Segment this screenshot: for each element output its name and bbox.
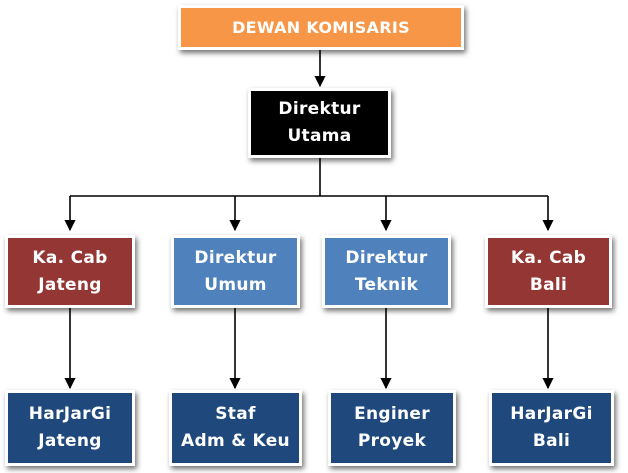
harjargi-bali-label: HarJarGi Bali	[510, 404, 593, 451]
direktur-umum-label: Direktur Umum	[194, 247, 277, 295]
enginer-proyek-label: Enginer Proyek	[354, 404, 430, 451]
direktur-umum-box: Direktur Umum	[171, 235, 300, 308]
ka-cab-bali-box: Ka. Cab Bali	[485, 235, 612, 308]
staf-adm-keu-box: Staf Adm & Keu	[169, 390, 302, 466]
harjargi-jateng-box: HarJarGi Jateng	[5, 390, 135, 466]
direktur-teknik-label: Direktur Teknik	[345, 247, 428, 295]
ka-cab-jateng-box: Ka. Cab Jateng	[5, 235, 135, 308]
dewan-komisaris-label: DEWAN KOMISARIS	[232, 18, 410, 37]
enginer-proyek-box: Enginer Proyek	[328, 390, 456, 466]
ka-cab-bali-label: Ka. Cab Bali	[510, 247, 587, 295]
ka-cab-jateng-label: Ka. Cab Jateng	[32, 247, 108, 295]
dewan-komisaris-box: DEWAN KOMISARIS	[178, 5, 464, 50]
harjargi-bali-box: HarJarGi Bali	[489, 390, 614, 466]
direktur-utama-box: Direktur Utama	[248, 88, 391, 158]
staf-adm-keu-label: Staf Adm & Keu	[181, 404, 290, 451]
direktur-utama-label: Direktur Utama	[278, 99, 361, 146]
direktur-teknik-box: Direktur Teknik	[322, 235, 451, 308]
harjargi-jateng-label: HarJarGi Jateng	[28, 404, 112, 451]
